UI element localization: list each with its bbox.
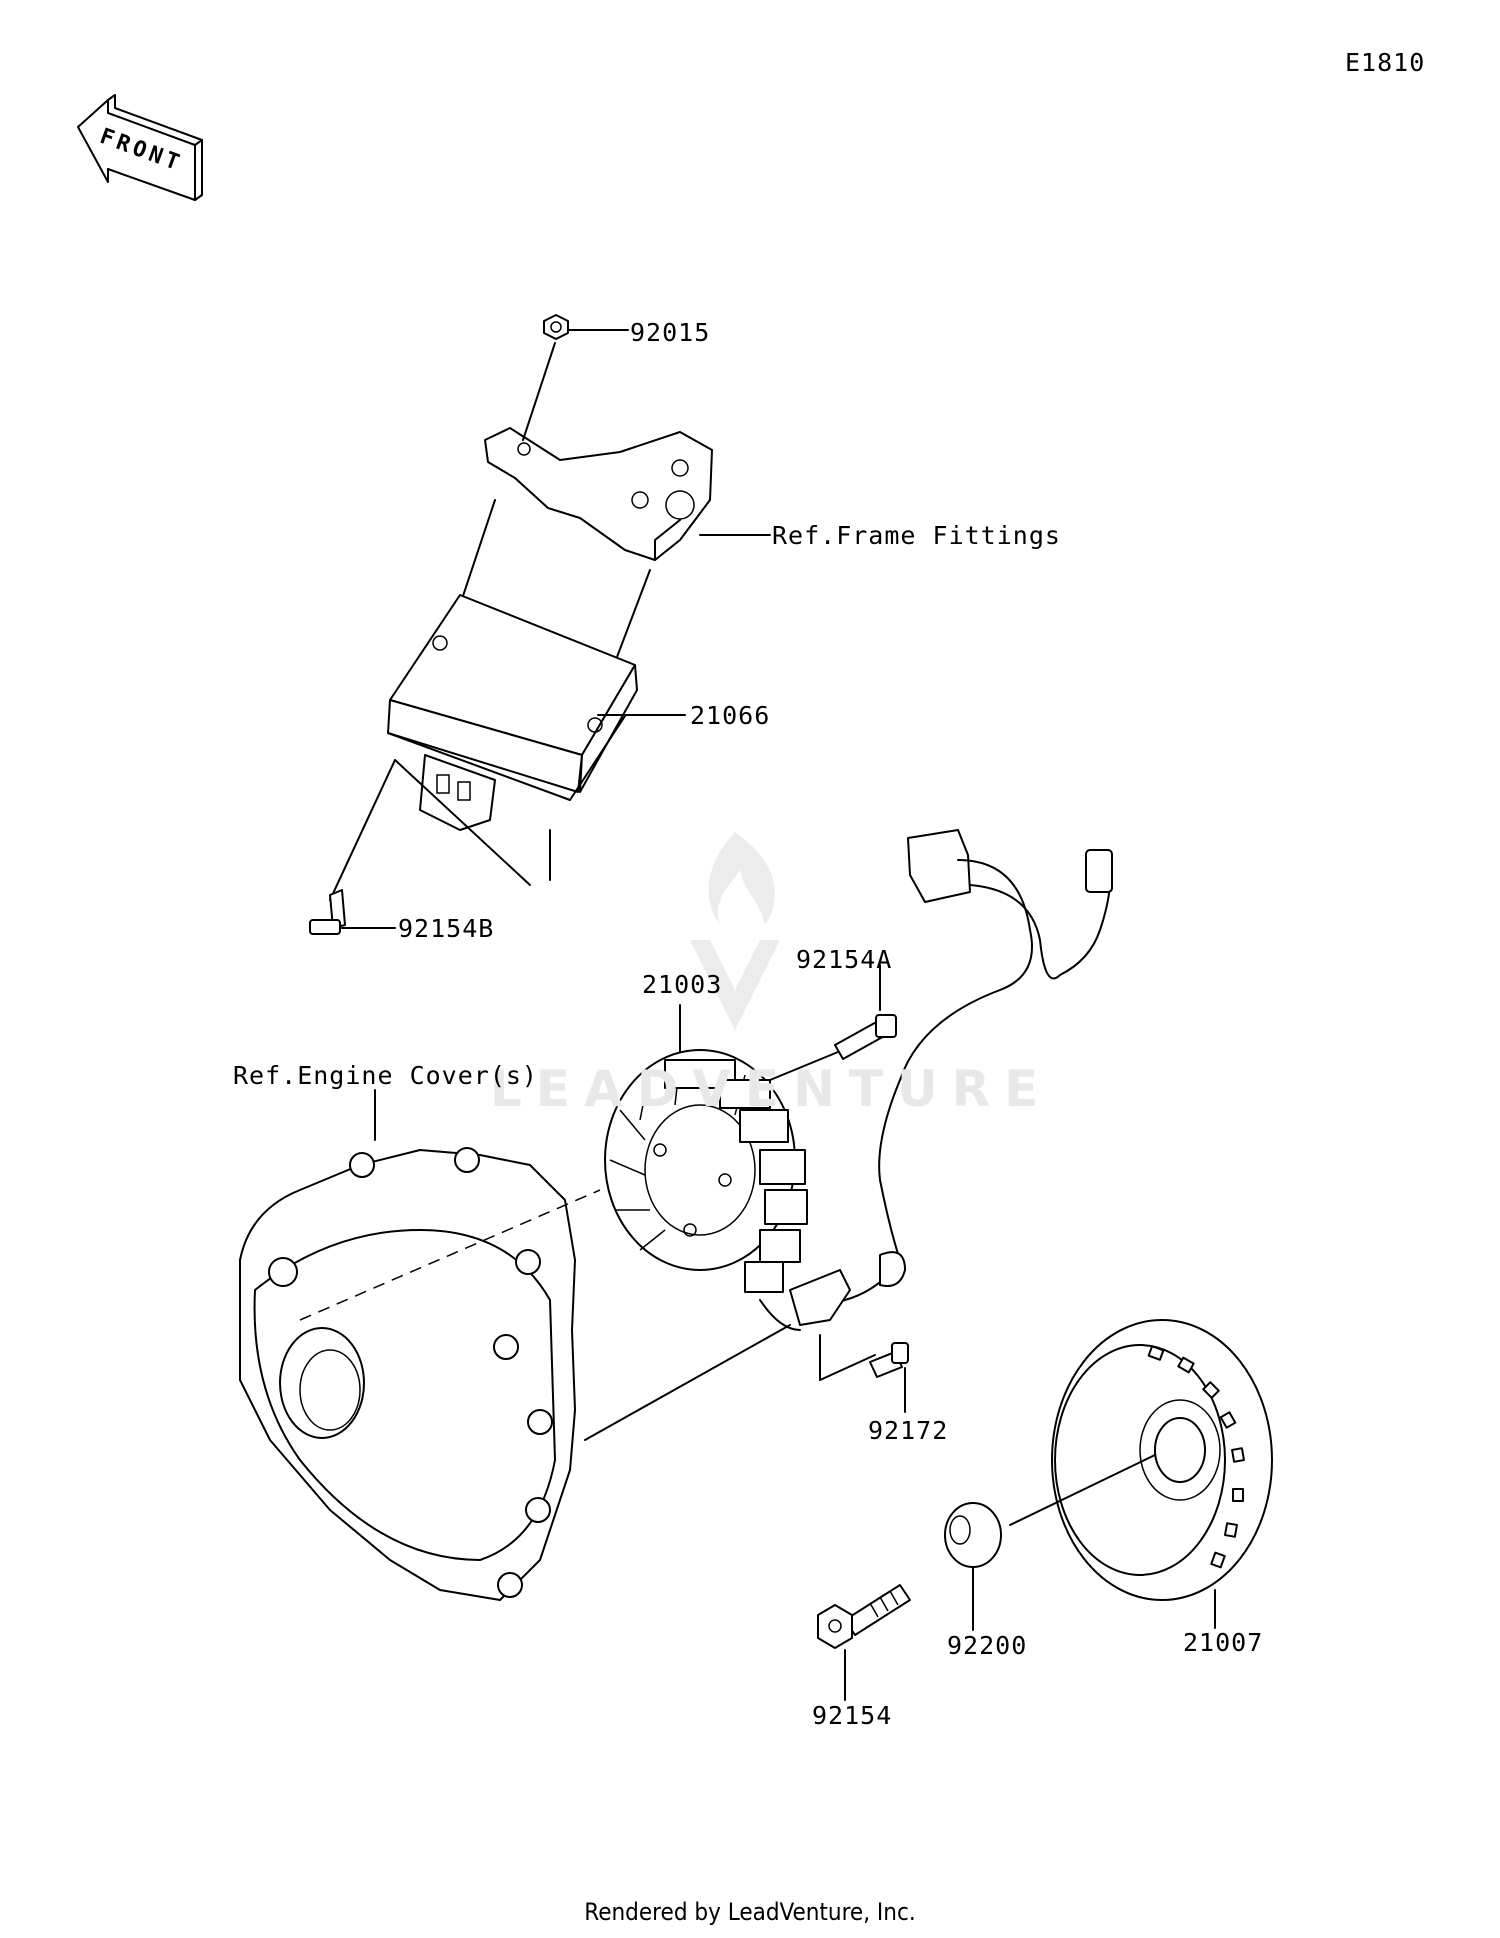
label-92154[interactable]: 92154: [812, 1701, 893, 1730]
engine-cover[interactable]: [239, 1089, 791, 1601]
diagram-code: E1810: [1345, 48, 1426, 77]
label-21007[interactable]: 21007: [1183, 1628, 1264, 1657]
label-ref-engine-covers[interactable]: Ref.Engine Cover(s): [233, 1061, 538, 1090]
washer-92200[interactable]: [944, 1502, 1002, 1631]
label-92015[interactable]: 92015: [630, 318, 711, 347]
label-92200[interactable]: 92200: [947, 1631, 1028, 1660]
regulator-21066[interactable]: [387, 499, 686, 831]
bolt-92154B[interactable]: [309, 759, 551, 935]
label-92172[interactable]: 92172: [868, 1416, 949, 1445]
bracket-frame-fittings[interactable]: [484, 342, 771, 561]
label-ref-frame-fittings[interactable]: Ref.Frame Fittings: [772, 521, 1061, 550]
label-92154B[interactable]: 92154B: [398, 914, 495, 943]
bolt-92154A[interactable]: [769, 964, 897, 1081]
label-21003[interactable]: 21003: [642, 970, 723, 999]
rotor-21007[interactable]: [1009, 1319, 1273, 1629]
bolt-92172[interactable]: [819, 1334, 909, 1413]
nut-92015[interactable]: [543, 314, 629, 340]
footer-credit: Rendered by LeadVenture, Inc.: [584, 1898, 916, 1926]
label-92154A[interactable]: 92154A: [796, 945, 893, 974]
watermark-logo: [690, 832, 780, 1030]
bolt-92154[interactable]: [817, 1584, 911, 1701]
watermark-text: LEADVENTURE: [490, 1060, 1053, 1118]
stator-21003[interactable]: [604, 1004, 906, 1331]
label-21066[interactable]: 21066: [690, 701, 771, 730]
front-arrow-icon: [77, 94, 203, 201]
